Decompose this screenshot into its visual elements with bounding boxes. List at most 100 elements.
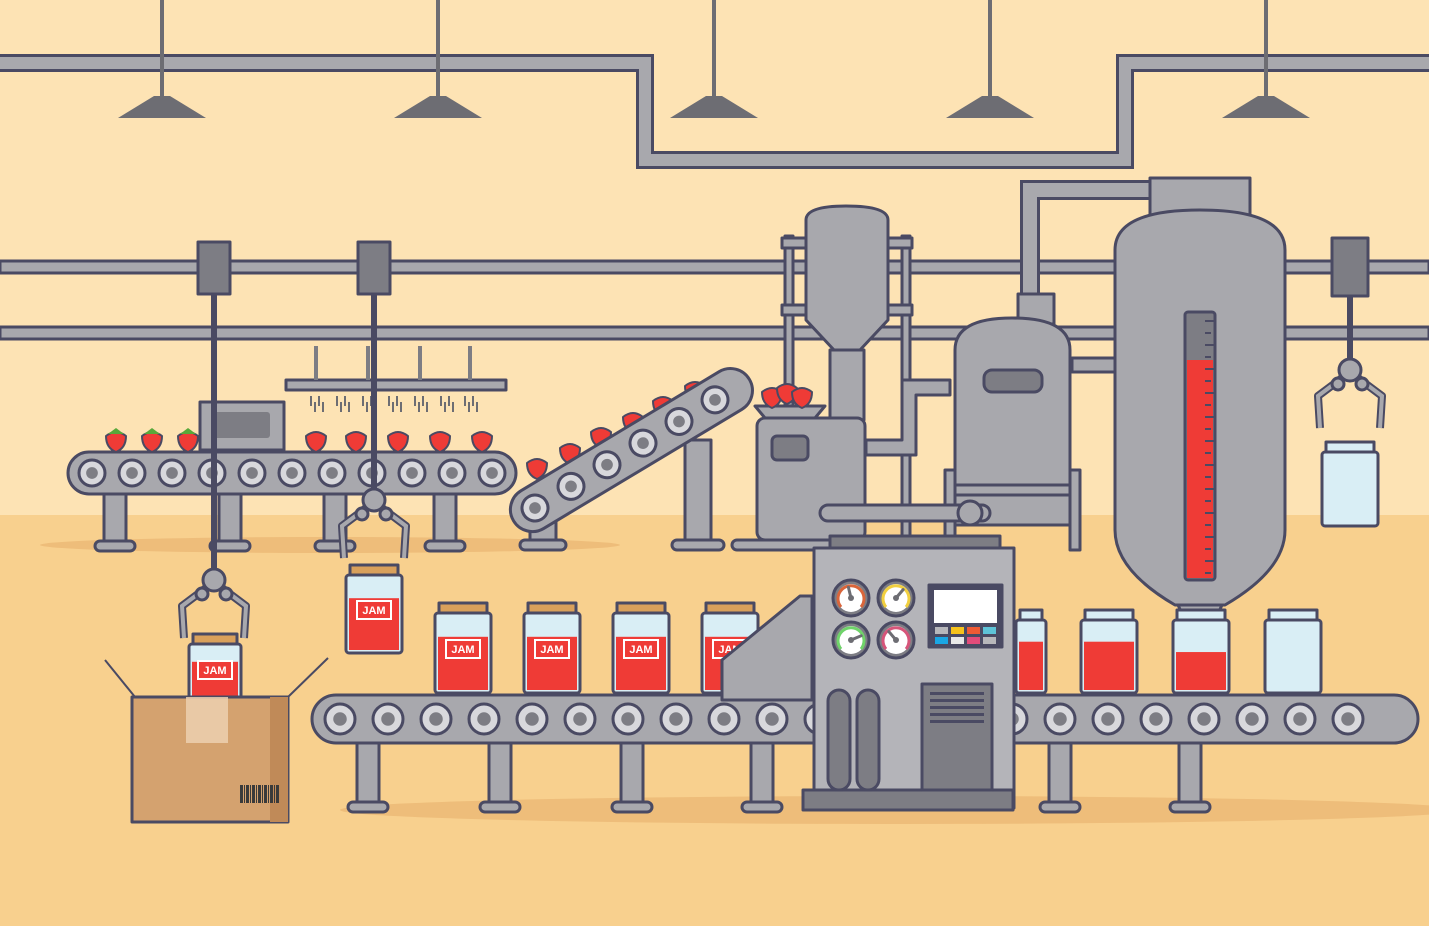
- roller: [628, 428, 658, 458]
- roller: [477, 458, 507, 488]
- roller: [611, 702, 645, 736]
- conveyor-leg: [346, 740, 390, 814]
- back-conveyor: [66, 346, 706, 553]
- vent-slot: [930, 706, 984, 709]
- roller: [1235, 702, 1269, 736]
- empty-jar: [1263, 608, 1323, 695]
- conveyor-leg: [1168, 740, 1212, 814]
- pressure-gauge: [831, 620, 871, 660]
- jar-label-text: JAM: [203, 665, 226, 677]
- roller: [1331, 702, 1365, 736]
- roller: [1139, 702, 1173, 736]
- strawberry-icon: [791, 387, 813, 409]
- ceiling-lamp: [118, 0, 206, 118]
- jar-jam-fill: [1176, 652, 1226, 690]
- conveyor-leg: [610, 740, 654, 814]
- rail-lower: [0, 325, 1429, 341]
- roller: [117, 458, 147, 488]
- roller: [592, 450, 622, 480]
- jar-label: [623, 639, 659, 659]
- barcode: [240, 785, 279, 803]
- jar-label-text: JAM: [629, 644, 652, 656]
- ceiling-lamp: [394, 0, 482, 118]
- jar-jam-fill: [1019, 641, 1043, 690]
- roller: [323, 702, 357, 736]
- filling-jar: [1171, 608, 1231, 695]
- silo-tank: [1113, 176, 1287, 670]
- jam-jar: JAM: [522, 601, 582, 695]
- roller: [277, 458, 307, 488]
- pressure-gauge: [831, 578, 871, 618]
- filled-jar: [1079, 608, 1139, 695]
- roller: [556, 471, 586, 501]
- hopper-machine: [730, 204, 952, 552]
- conveyor-leg: [423, 490, 467, 553]
- middle-claw: [356, 240, 392, 494]
- robotic-claw: [338, 487, 410, 559]
- ceiling-lamp: [1222, 0, 1310, 118]
- sprayer-nozzle: [414, 346, 428, 412]
- strawberry-icon: [141, 428, 163, 453]
- panel-button: [935, 627, 948, 634]
- roller: [467, 702, 501, 736]
- incline-conveyor: [508, 367, 754, 552]
- robotic-claw: [178, 567, 250, 639]
- pressure-gauge: [876, 578, 916, 618]
- roller: [237, 458, 267, 488]
- panel-button: [967, 627, 980, 634]
- sprayer-nozzle: [388, 396, 402, 412]
- roller: [157, 458, 187, 488]
- cooking-tank: [818, 180, 1160, 552]
- panel-button: [951, 637, 964, 644]
- roller: [515, 702, 549, 736]
- roller: [419, 702, 453, 736]
- vent-slot: [930, 692, 984, 695]
- vent-slot: [930, 720, 984, 723]
- roller: [77, 458, 107, 488]
- jar-label: [356, 600, 392, 620]
- sprayer-nozzle: [440, 396, 454, 412]
- jam-jar: JAM: [611, 601, 671, 695]
- empty-jar: [1320, 440, 1380, 528]
- roller: [1187, 702, 1221, 736]
- jar-jam-fill: [1084, 641, 1134, 690]
- strawberry-icon: [177, 428, 199, 453]
- strawberry-icon: [526, 458, 548, 480]
- tank-level-fill: [1187, 360, 1213, 578]
- jar-label-text: JAM: [540, 644, 563, 656]
- roller: [1283, 702, 1317, 736]
- jar-label: [445, 639, 481, 659]
- robotic-claw: [1314, 357, 1386, 429]
- roller: [1091, 702, 1125, 736]
- vent-slot: [930, 699, 984, 702]
- jam-jar: [1014, 608, 1048, 695]
- jar-label-text: JAM: [451, 644, 474, 656]
- roller: [659, 702, 693, 736]
- strawberry-icon: [305, 431, 327, 453]
- roller: [755, 702, 789, 736]
- roller: [317, 458, 347, 488]
- jam-jar: JAM: [433, 601, 493, 695]
- panel-screen: [934, 590, 997, 623]
- strawberry-icon: [429, 431, 451, 453]
- jar-label: [534, 639, 570, 659]
- strawberry-icon: [471, 431, 493, 453]
- conveyor-leg: [478, 740, 522, 814]
- ceiling-lamp: [670, 0, 758, 118]
- roller: [707, 702, 741, 736]
- strawberry-icon: [105, 428, 127, 453]
- roller: [700, 385, 730, 415]
- left-claw: [196, 240, 232, 574]
- strawberry-icon: [387, 431, 409, 453]
- sprayer-nozzle: [464, 346, 478, 412]
- strawberry-icon: [345, 431, 367, 453]
- pressure-gauge: [876, 620, 916, 660]
- jar-label: [197, 660, 233, 680]
- sprayer-nozzle: [336, 396, 350, 412]
- control-panel: [720, 534, 1016, 812]
- panel-button: [935, 637, 948, 644]
- roller: [1043, 702, 1077, 736]
- panel-button: [967, 637, 980, 644]
- panel-button: [983, 637, 996, 644]
